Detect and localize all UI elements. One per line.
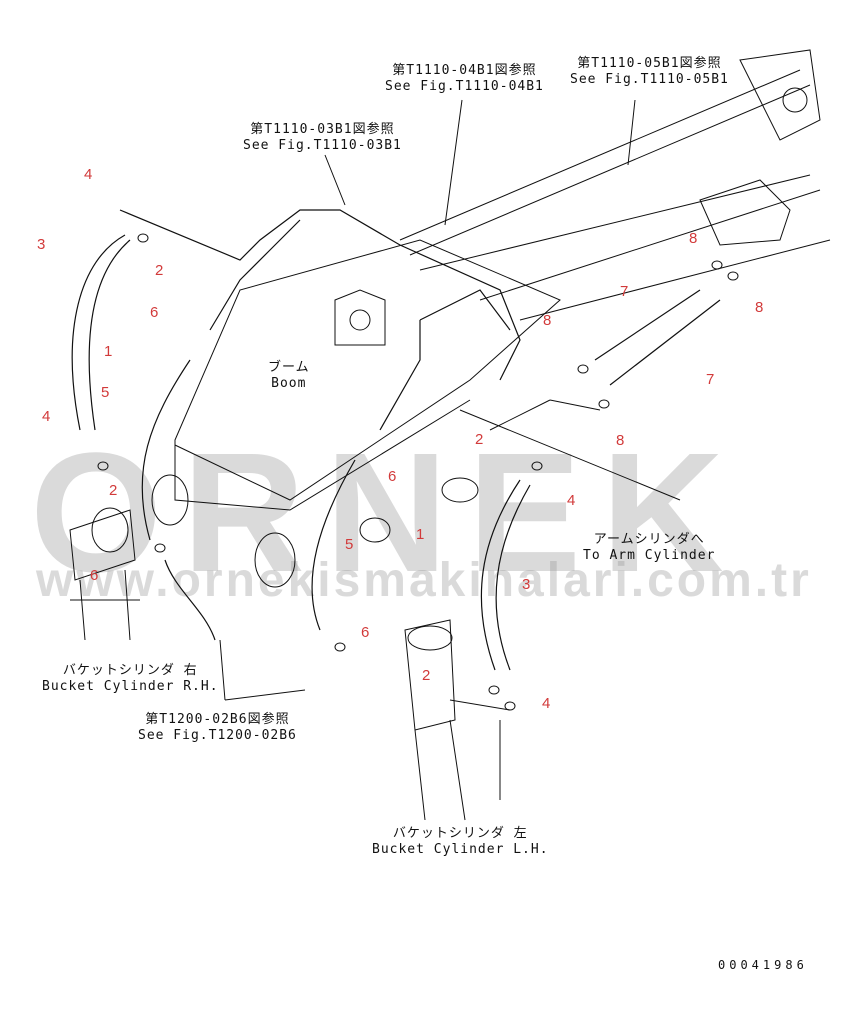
callout-8: 8 [543, 312, 552, 329]
callout-7: 7 [620, 283, 629, 300]
arm-cylinder-jp: アームシリンダへ [593, 532, 705, 547]
callout-5: 5 [101, 384, 110, 401]
callout-6: 6 [388, 468, 397, 485]
label-bucket-rh: バケットシリンダ 右 Bucket Cylinder R.H. [42, 663, 219, 695]
callout-1: 1 [416, 526, 425, 543]
callout-4: 4 [567, 492, 576, 509]
ref-04b1-en: See Fig.T1110-04B1 [385, 79, 544, 94]
boom-en: Boom [271, 376, 307, 391]
arm-cylinder-en: To Arm Cylinder [583, 548, 716, 563]
ref-02b6-en: See Fig.T1200-02B6 [138, 728, 297, 743]
callout-2: 2 [422, 667, 431, 684]
bucket-rh-jp: バケットシリンダ 右 [62, 663, 198, 678]
ref-05b1-jp: 第T1110-05B1図参照 [577, 56, 722, 71]
callout-8: 8 [616, 432, 625, 449]
ref-03b1-en: See Fig.T1110-03B1 [243, 138, 402, 153]
callout-4: 4 [42, 408, 51, 425]
callout-8: 8 [755, 299, 764, 316]
ref-05b1-en: See Fig.T1110-05B1 [570, 72, 729, 87]
bucket-rh-en: Bucket Cylinder R.H. [42, 679, 219, 694]
callout-4: 4 [542, 695, 551, 712]
callout-3: 3 [522, 576, 531, 593]
watermark-logo: ORNEK [30, 418, 744, 608]
ref-04b1-jp: 第T1110-04B1図参照 [392, 63, 537, 78]
callout-1: 1 [104, 343, 113, 360]
bucket-lh-en: Bucket Cylinder L.H. [372, 842, 549, 857]
callout-8: 8 [689, 230, 698, 247]
drawing-id: 00041986 [718, 958, 808, 972]
callout-6: 6 [90, 567, 99, 584]
ref-fig-04b1: 第T1110-04B1図参照 See Fig.T1110-04B1 [385, 63, 544, 95]
callout-2: 2 [109, 482, 118, 499]
ref-03b1-jp: 第T1110-03B1図参照 [250, 122, 395, 137]
watermark-url: www.ornekismakinalari.com.tr [36, 554, 812, 607]
ref-fig-03b1: 第T1110-03B1図参照 See Fig.T1110-03B1 [243, 122, 402, 154]
callout-2: 2 [475, 431, 484, 448]
label-arm-cylinder: アームシリンダへ To Arm Cylinder [583, 532, 715, 564]
label-bucket-lh: バケットシリンダ 左 Bucket Cylinder L.H. [372, 826, 549, 858]
boom-jp: ブーム [268, 360, 310, 375]
callout-6: 6 [361, 624, 370, 641]
callout-6: 6 [150, 304, 159, 321]
callout-2: 2 [155, 262, 164, 279]
callout-7: 7 [706, 371, 715, 388]
ref-fig-05b1: 第T1110-05B1図参照 See Fig.T1110-05B1 [570, 56, 729, 88]
label-boom: ブーム Boom [268, 360, 310, 392]
bucket-lh-jp: バケットシリンダ 左 [392, 826, 528, 841]
callout-3: 3 [37, 236, 46, 253]
boom-body [174, 239, 561, 501]
callout-4: 4 [84, 166, 93, 183]
ref-fig-02b6: 第T1200-02B6図参照 See Fig.T1200-02B6 [138, 712, 297, 744]
ref-02b6-jp: 第T1200-02B6図参照 [145, 712, 290, 727]
callout-5: 5 [345, 536, 354, 553]
